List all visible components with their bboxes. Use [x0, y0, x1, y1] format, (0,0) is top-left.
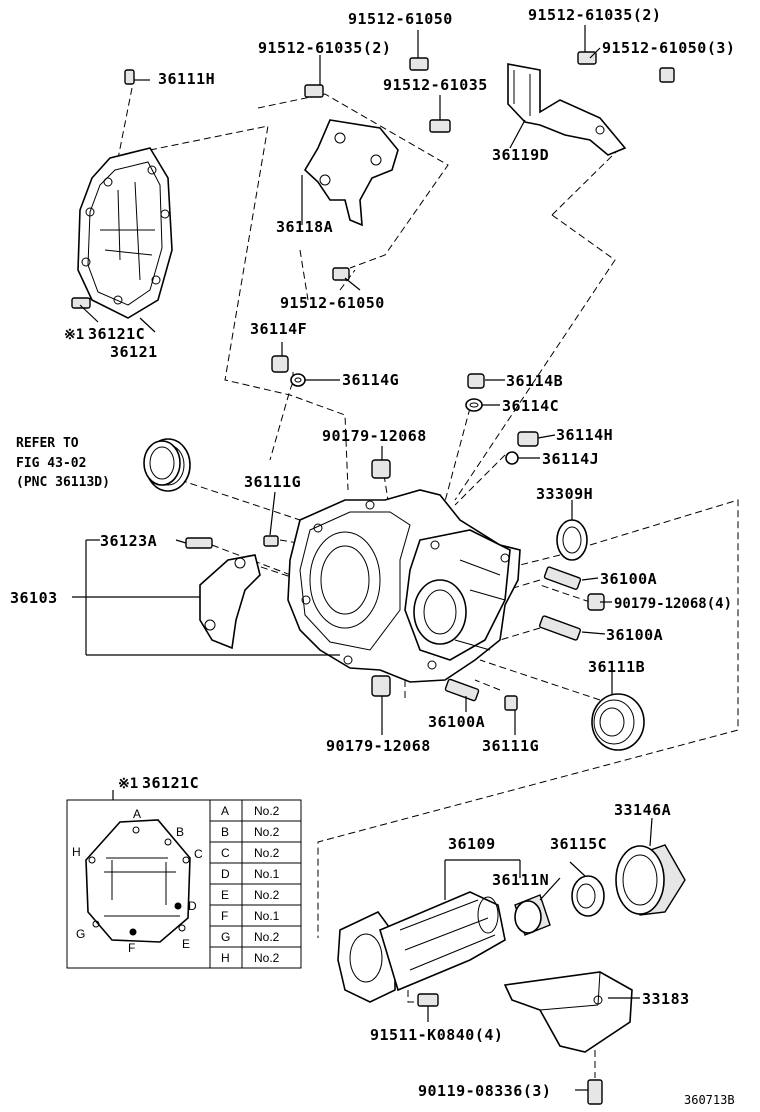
bracket-36119D — [507, 63, 627, 156]
label-91512-61050-mid: 91512-61050 — [280, 294, 385, 312]
oil-seal-36111B — [591, 693, 645, 751]
sleeve-36111N — [514, 894, 551, 936]
label-36111H: 36111H — [158, 70, 215, 88]
small-bolts — [71, 51, 675, 1105]
label-36114G: 36114G — [342, 371, 399, 389]
label-36121C: 36121C — [88, 325, 145, 343]
label-36103: 36103 — [10, 589, 58, 607]
bracket-36118A — [303, 119, 399, 227]
extension-housing-36109 — [337, 891, 506, 1003]
table-pos-h: H — [221, 951, 230, 965]
refer-line-1: REFER TO — [16, 436, 79, 451]
label-36114F: 36114F — [250, 320, 307, 338]
inset-letter-g: G — [76, 927, 85, 941]
table-pos-d: D — [221, 867, 230, 881]
transfer-case-housing — [287, 489, 521, 683]
table-bolt-d: No.1 — [254, 867, 280, 881]
label-36123A: 36123A — [100, 532, 157, 550]
seal-33309H — [556, 519, 588, 561]
label-36111G-bot: 36111G — [482, 737, 539, 755]
table-pos-c: C — [221, 846, 230, 860]
label-90179-12068-top: 90179-12068 — [322, 427, 427, 445]
rear-cover-36121 — [77, 147, 173, 319]
label-91512-61035: 91512-61035 — [383, 76, 488, 94]
label-36115C: 36115C — [550, 835, 607, 853]
bearing-36115C — [571, 875, 605, 917]
retainer-36103 — [199, 554, 261, 650]
label-36114B: 36114B — [506, 372, 563, 390]
label-36100A-2: 36100A — [606, 626, 663, 644]
inset-letter-f: F — [128, 941, 135, 955]
label-91512-61035-2-left: 91512-61035(2) — [258, 39, 391, 57]
inset-letter-h: H — [72, 845, 81, 859]
label-90179-12068-bot: 90179-12068 — [326, 737, 431, 755]
label-36114J: 36114J — [542, 450, 599, 468]
label-91512-61035-2-top: 91512-61035(2) — [528, 6, 661, 24]
inset-part-label: 36121C — [142, 774, 199, 792]
table-bolt-f: No.1 — [254, 909, 280, 923]
label-91512-61050-top: 91512-61050 — [348, 10, 453, 28]
label-36100A-3: 36100A — [428, 713, 485, 731]
table-pos-e: E — [221, 888, 229, 902]
label-36114C: 36114C — [502, 397, 559, 415]
mount-bracket-33183 — [503, 971, 633, 1053]
inset-letter-d: D — [188, 899, 197, 913]
label-36109: 36109 — [448, 835, 496, 853]
label-36114H: 36114H — [556, 426, 613, 444]
label-36100A-1: 36100A — [600, 570, 657, 588]
label-91512-61050-3: 91512-61050(3) — [602, 39, 735, 57]
bolt-position-inset: ※1 36121C A B C D E F G H A No.2 B — [66, 774, 302, 969]
table-bolt-a: No.2 — [254, 804, 280, 818]
table-bolt-g: No.2 — [254, 930, 280, 944]
label-36111G-top: 36111G — [244, 473, 301, 491]
oil-seal-left — [143, 438, 191, 492]
inset-letter-a: A — [133, 807, 141, 821]
table-bolt-b: No.2 — [254, 825, 280, 839]
cover-33146A — [615, 844, 686, 916]
inset-cover-shape — [85, 819, 191, 943]
label-36121C-mark: ※1 — [64, 327, 84, 343]
table-bolt-e: No.2 — [254, 888, 280, 902]
label-90119-08336: 90119-08336(3) — [418, 1082, 551, 1100]
table-pos-b: B — [221, 825, 229, 839]
table-bolt-c: No.2 — [254, 846, 280, 860]
table-pos-g: G — [221, 930, 230, 944]
table-pos-f: F — [221, 909, 228, 923]
table-pos-a: A — [221, 804, 229, 818]
label-33146A: 33146A — [614, 801, 671, 819]
inset-letter-e: E — [182, 937, 190, 951]
label-36118A: 36118A — [276, 218, 333, 236]
inset-mark: ※1 — [118, 776, 138, 792]
label-36111N: 36111N — [492, 871, 549, 889]
table-bolt-h: No.2 — [254, 951, 280, 965]
inset-letter-b: B — [176, 825, 184, 839]
figure-code: 360713B — [684, 1093, 735, 1107]
refer-line-2: FIG 43-02 — [16, 456, 86, 471]
part-labels: 91512-61050 91512-61035(2) 91512-61035(2… — [10, 6, 735, 1107]
inset-letter-c: C — [194, 847, 203, 861]
label-91511-K0840: 91511-K0840(4) — [370, 1026, 503, 1044]
label-36111B: 36111B — [588, 658, 645, 676]
label-36121: 36121 — [110, 343, 158, 361]
plugs-and-gaskets — [271, 355, 539, 465]
label-33309H: 33309H — [536, 485, 593, 503]
label-33183: 33183 — [642, 990, 690, 1008]
refer-line-3: (PNC 36113D) — [16, 475, 110, 490]
leader-lines — [72, 25, 653, 1091]
label-36119D: 36119D — [492, 146, 549, 164]
label-90179-12068-4: 90179-12068(4) — [614, 596, 732, 612]
